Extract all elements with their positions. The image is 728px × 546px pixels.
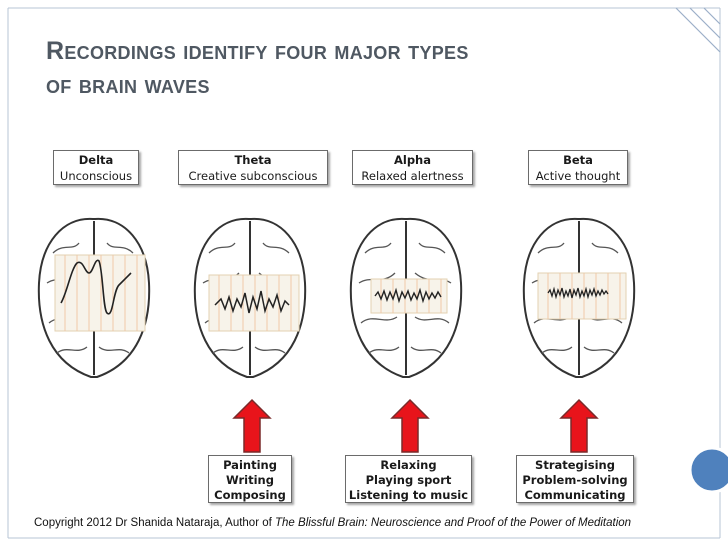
corner-line bbox=[675, 7, 721, 53]
up-arrow-icon bbox=[232, 398, 272, 453]
brain-theta-image bbox=[193, 217, 307, 378]
activity-box-alpha: Relaxing Playing sport Listening to musi… bbox=[345, 455, 472, 503]
page-title: Recordings identify four major types of … bbox=[46, 34, 666, 102]
activity-line: Painting bbox=[223, 458, 277, 472]
wave-label-theta: Theta Creative subconscious bbox=[178, 150, 328, 185]
activity-line: Strategising bbox=[535, 458, 615, 472]
title-line-1: Recordings identify four major types bbox=[46, 37, 469, 65]
wave-desc: Relaxed alertness bbox=[361, 169, 464, 183]
title-line-2: of brain waves bbox=[46, 71, 210, 99]
activity-line: Playing sport bbox=[365, 473, 452, 487]
activity-box-theta: Painting Writing Composing bbox=[208, 455, 292, 503]
book-title: The Blissful Brain: Neuroscience and Pro… bbox=[275, 517, 632, 529]
wave-label-delta: Delta Unconscious bbox=[53, 150, 139, 185]
wave-label-alpha: Alpha Relaxed alertness bbox=[352, 150, 473, 185]
activity-box-beta: Strategising Problem-solving Communicati… bbox=[516, 455, 634, 503]
activity-line: Relaxing bbox=[380, 458, 437, 472]
wave-label-beta: Beta Active thought bbox=[528, 150, 628, 185]
wave-name: Beta bbox=[563, 153, 593, 167]
wave-desc: Active thought bbox=[535, 169, 621, 183]
wave-name: Theta bbox=[234, 153, 272, 167]
copyright-note: Copyright 2012 Dr Shanida Nataraja, Auth… bbox=[34, 517, 631, 529]
wave-desc: Creative subconscious bbox=[188, 169, 318, 183]
activity-line: Composing bbox=[214, 488, 286, 502]
activity-line: Writing bbox=[226, 473, 274, 487]
decorative-circle bbox=[688, 446, 728, 494]
wave-name: Delta bbox=[78, 153, 114, 167]
up-arrow-icon bbox=[390, 398, 430, 453]
wave-desc: Unconscious bbox=[59, 169, 133, 183]
copyright-prefix: Copyright 2012 Dr Shanida Nataraja, Auth… bbox=[34, 517, 276, 529]
activity-line: Communicating bbox=[524, 488, 626, 502]
up-arrow-icon bbox=[559, 398, 599, 453]
wave-name: Alpha bbox=[393, 153, 432, 167]
activity-line: Listening to music bbox=[348, 488, 469, 502]
brain-beta-image bbox=[522, 217, 636, 378]
brain-delta-image bbox=[37, 217, 151, 378]
activity-line: Problem-solving bbox=[522, 473, 628, 487]
brain-alpha-image bbox=[349, 217, 463, 378]
